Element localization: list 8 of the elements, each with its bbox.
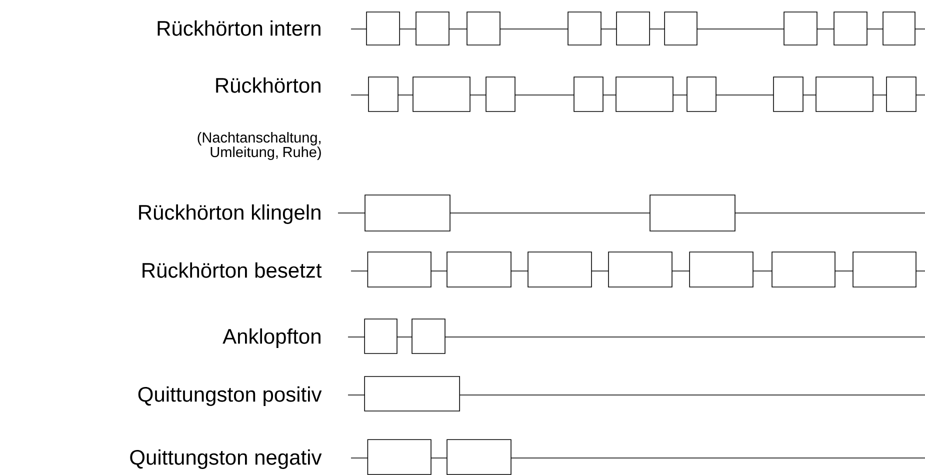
signal-label: Rückhörton intern	[158, 20, 320, 36]
signal-label: Quittungston positiv	[138, 386, 322, 406]
note-text: (Nachtanschaltung, Umleitung, Ruhe)	[198, 132, 321, 160]
signal-label: Quittungston negativ	[130, 449, 322, 469]
signal-label: Anklopfton	[222, 328, 320, 348]
signal-label: Rückhörton klingeln	[139, 204, 320, 224]
signal-label: Rückhörton	[216, 77, 320, 93]
signal-label: Rückhörton besetzt	[142, 262, 322, 278]
